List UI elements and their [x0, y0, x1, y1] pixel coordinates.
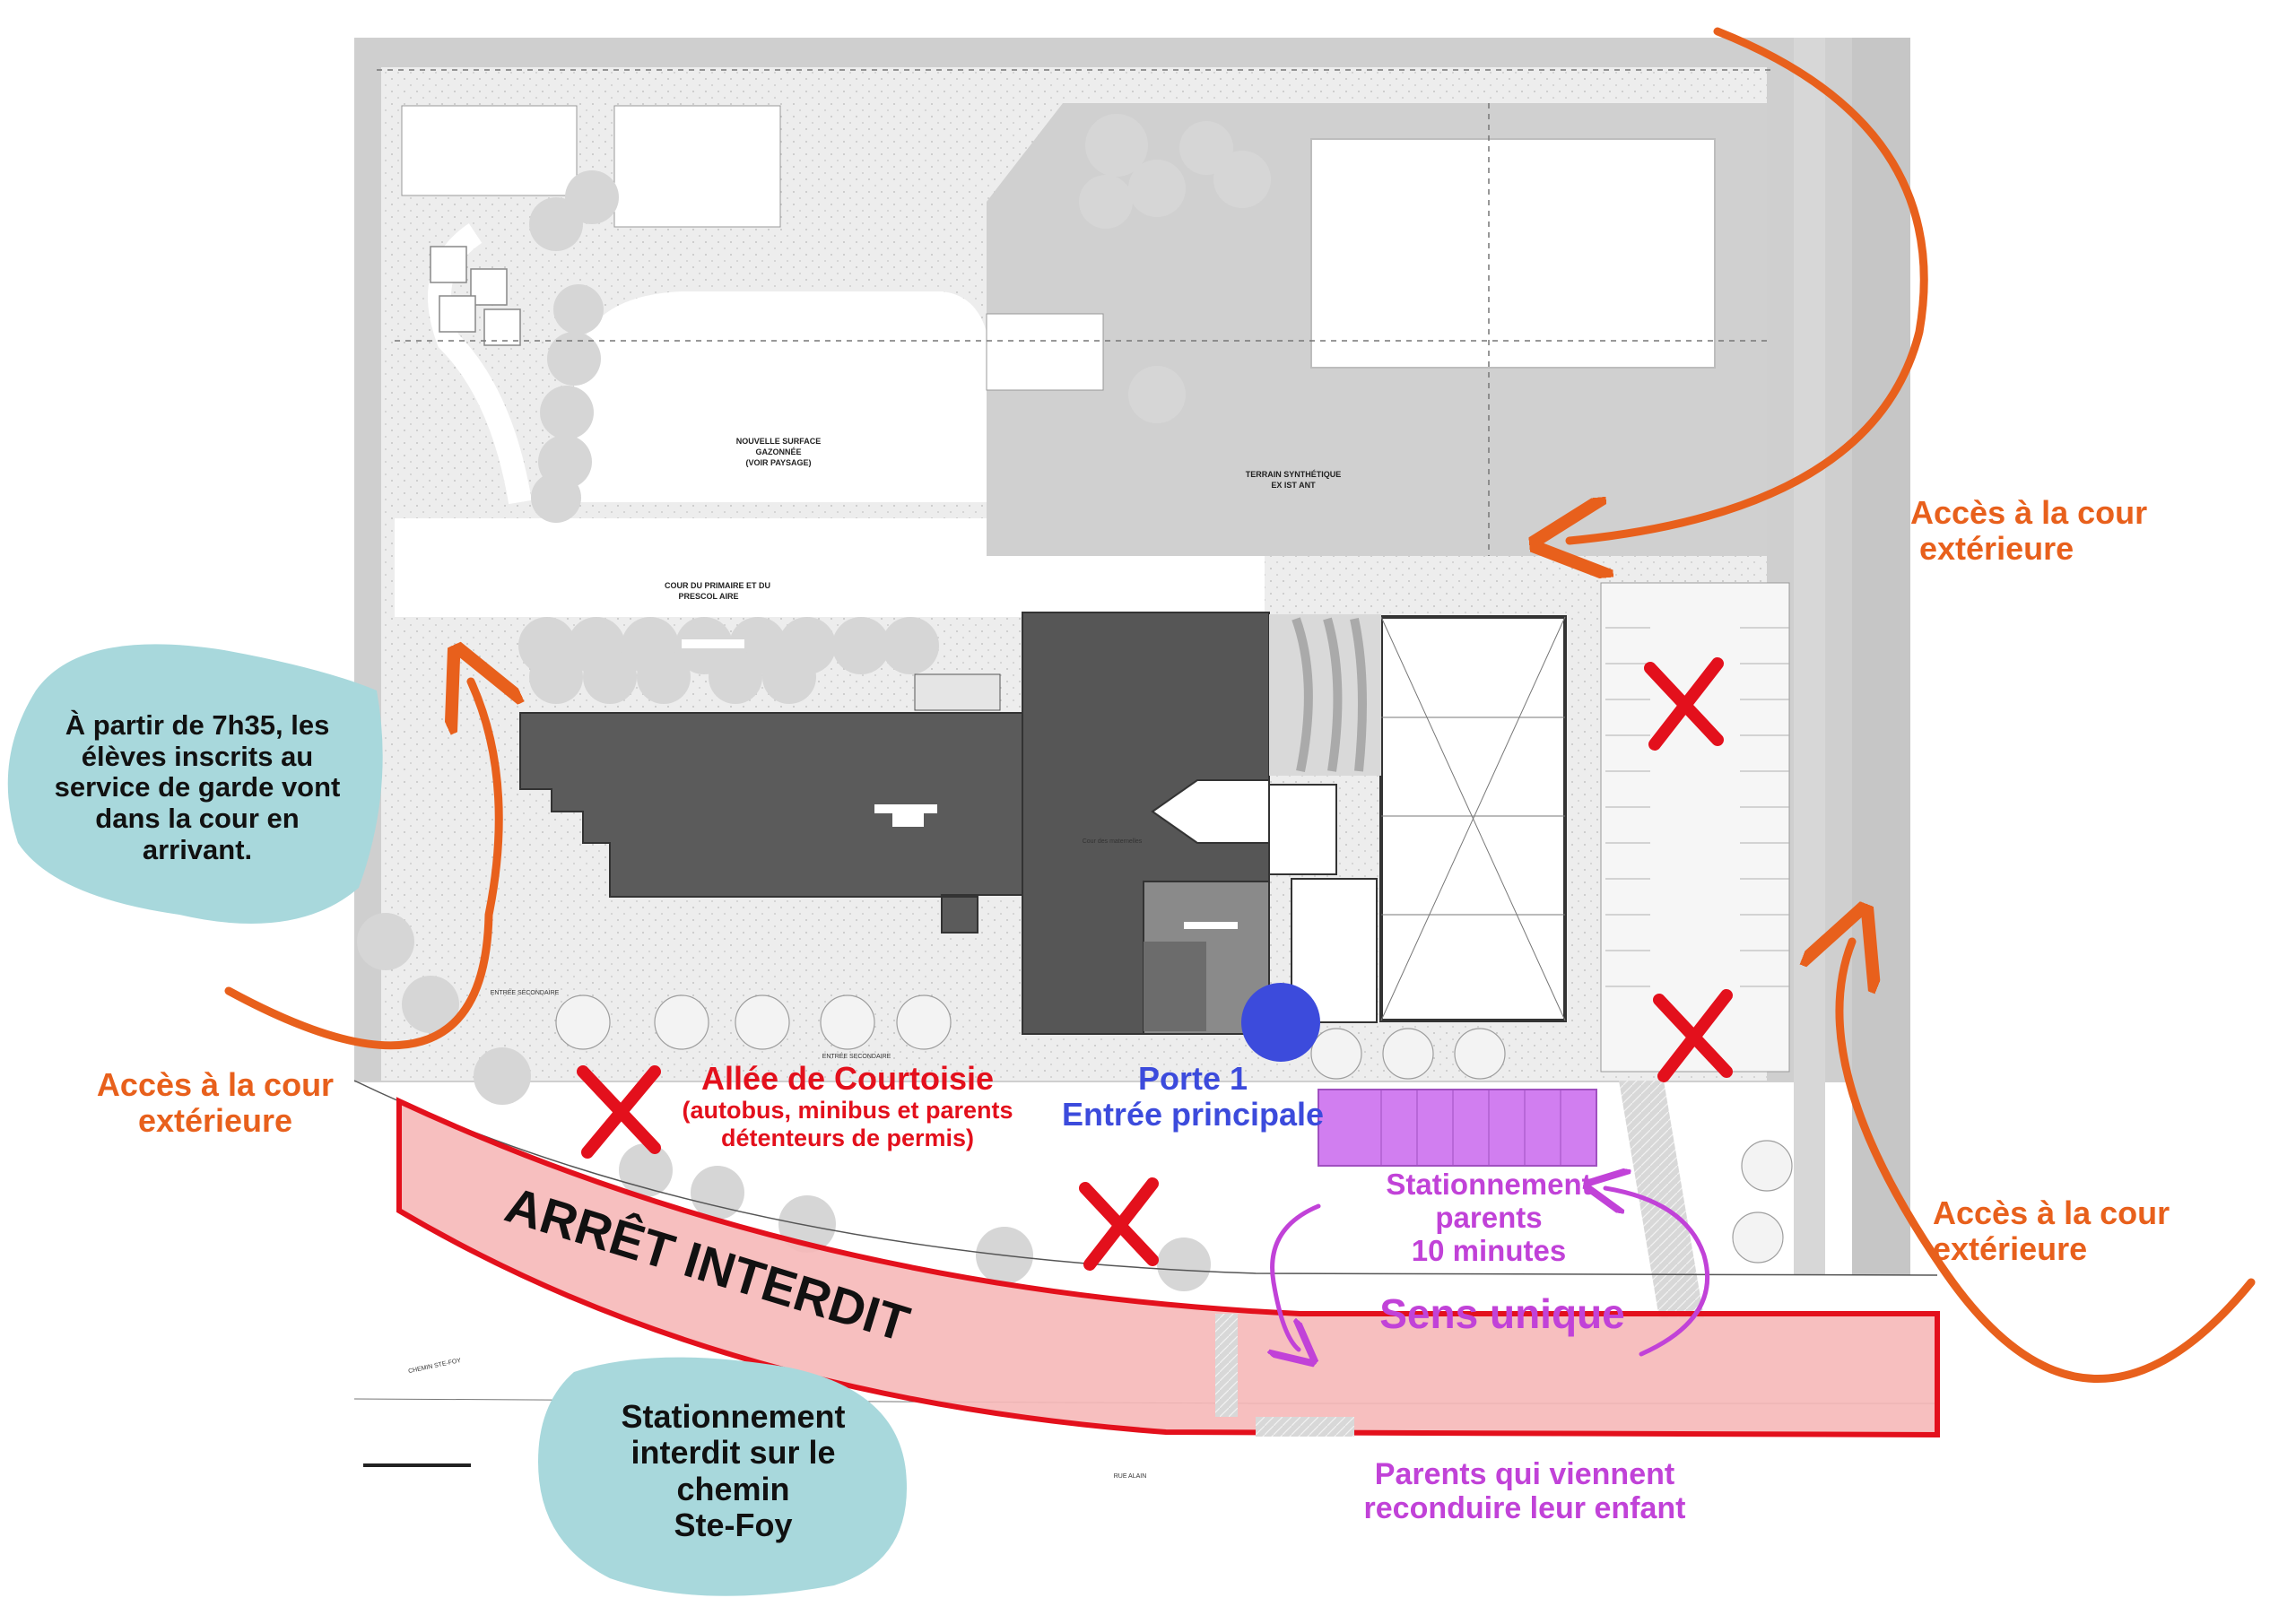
garde-bubble [7, 644, 383, 924]
parking-lines [1605, 627, 1789, 987]
lawn-label-1: NOUVELLE SURFACE [736, 437, 822, 446]
parents-parking-label: Stationnement parents 10 minutes [1386, 1168, 1592, 1267]
right-parking [1600, 582, 1790, 1073]
entree-secondaire-label-1: ENTRÉE SECONDAIRE [491, 988, 560, 996]
lawn-area [574, 291, 991, 502]
parents-parking-area [1318, 1089, 1597, 1167]
main-entrance-marker [1241, 983, 1320, 1062]
one-way-arrow-right [1605, 1188, 1710, 1357]
scale-bar [363, 1463, 471, 1467]
right-road-strip [1852, 38, 1910, 1275]
playground-equipment [430, 246, 521, 346]
access-label-left: Accès à la cour extérieure [96, 1066, 335, 1140]
lawn-label-3: (VOIR PAYSAGE) [745, 458, 811, 467]
yard-label-1: COUR DU PRIMAIRE ET DU [665, 581, 770, 590]
dropoff-parents-label: Parents qui viennent reconduire leur enf… [1363, 1457, 1686, 1526]
access-label-top-right: Accès à la cour extérieure [1910, 494, 2148, 568]
access-arrow-top [1570, 27, 1928, 541]
parents-parking-lines [1380, 1090, 1561, 1166]
top-left-block-1 [401, 105, 578, 196]
no-stopping-zone [396, 1097, 1940, 1438]
entrance-road [1619, 1081, 1704, 1318]
main-entrance-label: Porte 1 Entrée principale [1061, 1060, 1325, 1133]
access-arrows [224, 27, 2256, 1384]
x-mark-top-parking [1644, 657, 1724, 751]
parking-forbidden-notice: Stationnement interdit sur le chemin Ste… [621, 1398, 846, 1543]
one-way-arrow-left [1273, 1203, 1318, 1350]
access-label-bottom-right: Accès à la cour extérieure [1933, 1194, 2170, 1268]
crosswalk-2 [1256, 1417, 1354, 1437]
field-label-1: TERRAIN SYNTHÉTIQUE [1246, 470, 1342, 479]
chemin-label: CHEMIN STE-FOY [408, 1358, 462, 1375]
field-white-rect [1310, 138, 1716, 369]
garde-notice: À partir de 7h35, les élèves inscrits au… [54, 709, 341, 865]
x-mark-right-parking [1653, 989, 1733, 1082]
cour-maternelles-label: Cour des maternelles [1083, 838, 1143, 845]
x-mark-center [1079, 1177, 1159, 1271]
property-line [377, 69, 1771, 556]
field-label-2: EX IST ANT [1271, 481, 1316, 490]
access-arrow-bottom-right [1839, 942, 2256, 1384]
one-way-label: Sens unique [1379, 1290, 1625, 1337]
small-white-block [986, 313, 1104, 391]
right-road-edge [1794, 38, 1825, 1275]
tree-outlines [555, 994, 1793, 1264]
access-arrow-left [224, 682, 499, 1050]
lawn-label-2: GAZONNÉE [755, 447, 801, 456]
top-left-block-2 [613, 105, 781, 228]
parking-forbidden-bubble [538, 1357, 907, 1596]
allee-courtoisie-label: Allée de Courtoisie (autobus, minibus et… [682, 1060, 1013, 1151]
trees [357, 114, 1271, 1291]
one-way-arrows [1273, 1188, 1710, 1357]
x-mark-allee [577, 1065, 661, 1159]
yard-label-2: PRESCOL AIRE [678, 592, 738, 601]
rue-label: RUE ALAIN [1114, 1473, 1147, 1480]
school-buildings [519, 612, 1567, 1035]
entree-secondaire-label-2: ENTRÉE SECONDAIRE [822, 1052, 891, 1060]
forbidden-x-marks [577, 657, 1733, 1271]
crosswalk-1 [1215, 1314, 1238, 1417]
